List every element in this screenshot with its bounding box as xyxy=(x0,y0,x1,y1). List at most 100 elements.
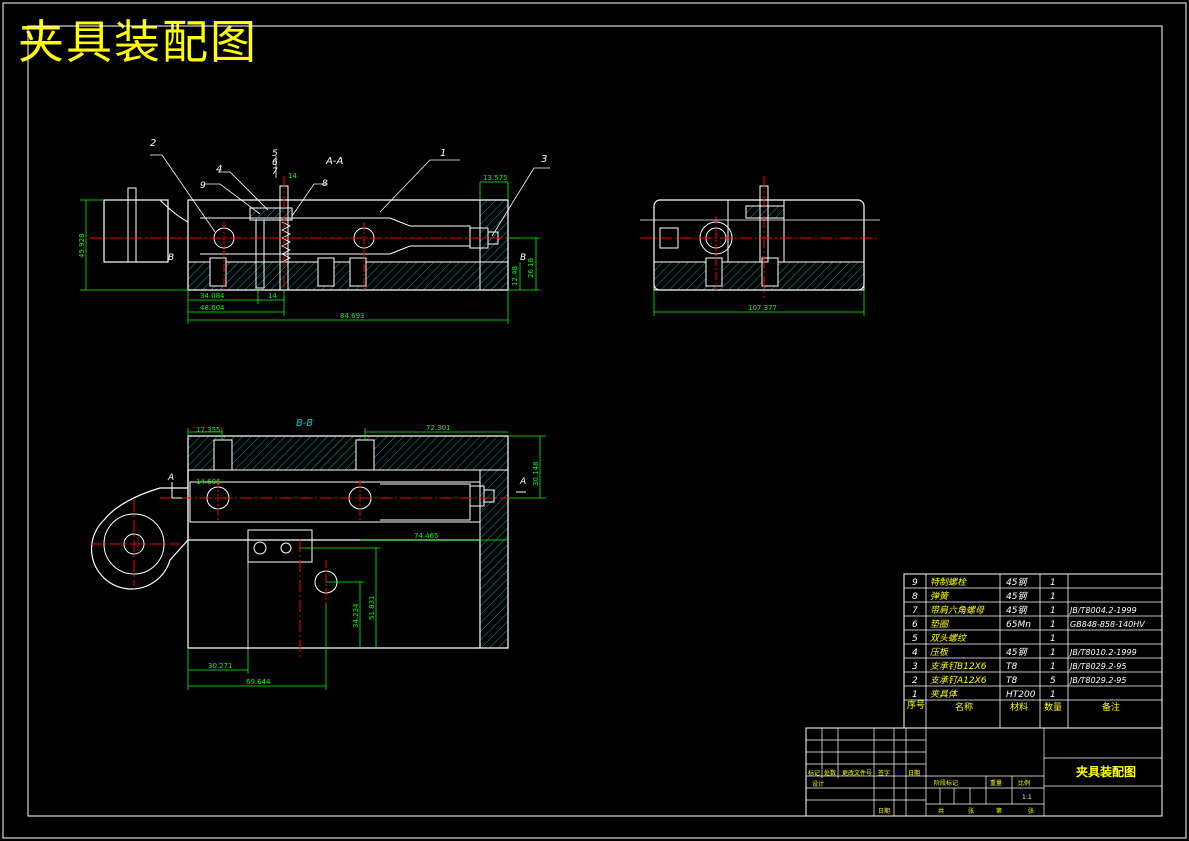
bom-cell-qty: 5 xyxy=(1050,676,1056,686)
balloon-9: 9 xyxy=(200,181,206,191)
titleblock-col-label: 阶段标记 xyxy=(934,779,958,787)
balloon-8: 8 xyxy=(322,179,328,189)
dim-label: 69.644 xyxy=(246,678,271,686)
bom-cell-note: JB/T8029.2-95 xyxy=(1068,676,1127,685)
balloon-7: 7 xyxy=(272,167,278,177)
bom-cell-mat: T8 xyxy=(1006,662,1017,672)
dim-label: 26.18 xyxy=(527,258,535,278)
bom-header-no: 序号 xyxy=(907,699,925,711)
titleblock-rev-label: 更改文件号 xyxy=(842,769,872,777)
titleblock-rev-label: 处数 xyxy=(824,769,836,777)
dim-label: 14 xyxy=(268,292,277,300)
titleblock-rev-label: 签字 xyxy=(878,769,890,777)
titleblock-col-label: 重量 xyxy=(990,779,1002,787)
bom-cell-name: 弹簧 xyxy=(930,591,950,602)
section-mark-a-left: A xyxy=(167,473,174,483)
bom-header-note: 备注 xyxy=(1102,701,1120,713)
dim-label: 45.928 xyxy=(78,234,86,259)
titleblock-drawing-name: 夹具装配图 xyxy=(1076,764,1136,779)
titleblock-date: 日期 xyxy=(878,807,890,815)
dim-label: 34.084 xyxy=(200,292,225,300)
bom-cell-qty: 1 xyxy=(1050,690,1056,700)
bom-cell-note: GB848-858-140HV xyxy=(1070,620,1145,629)
bom-cell-no: 1 xyxy=(912,690,918,700)
bom-cell-no: 5 xyxy=(912,634,918,644)
view-side xyxy=(640,176,880,316)
drawing-title: 夹具装配图 xyxy=(18,15,258,69)
titleblock-sheet: 共 xyxy=(938,807,944,815)
view-a-a: 14 xyxy=(80,154,550,324)
bom-cell-mat: 45钢 xyxy=(1006,647,1028,658)
titleblock-sheet: 张 xyxy=(968,807,974,815)
bom-cell-note: JB/T8029.2-95 xyxy=(1068,662,1127,671)
bom-cell-note: JB/T8010.2-1999 xyxy=(1068,648,1137,657)
dim-label: 74.465 xyxy=(414,532,439,540)
titleblock-scale: 1:1 xyxy=(1022,794,1032,801)
bom-cell-qty: 1 xyxy=(1050,634,1056,644)
bom-cell-mat: HT200 xyxy=(1006,690,1036,700)
section-mark-b-right: B xyxy=(520,253,526,263)
dim-label: 17.355 xyxy=(196,426,221,434)
bom-header-material: 材料 xyxy=(1010,701,1028,713)
bom-header-name: 名称 xyxy=(955,701,973,713)
inner-border xyxy=(27,25,1163,817)
bom-cell-name: 带肩六角螺母 xyxy=(930,605,985,616)
title-block xyxy=(805,727,1163,817)
dim-label: 72.301 xyxy=(426,424,451,432)
bom-cell-no: 2 xyxy=(912,676,918,686)
bom-cell-name: 双头螺纹 xyxy=(930,633,968,644)
bom-cell-qty: 1 xyxy=(1050,578,1056,588)
bom-cell-mat: 45钢 xyxy=(1006,591,1028,602)
dim-label: 84.693 xyxy=(340,312,365,320)
bom-cell-qty: 1 xyxy=(1050,606,1056,616)
bom-cell-name: 支承钉A12X6 xyxy=(930,675,987,686)
titleblock-rev-label: 日期 xyxy=(908,769,920,777)
bom-cell-name: 压板 xyxy=(930,647,950,658)
balloon-3: 3 xyxy=(541,154,547,165)
bom-cell-no: 3 xyxy=(912,662,918,672)
balloon-6: 6 xyxy=(272,158,278,168)
dim-label: 14.606 xyxy=(196,478,221,486)
balloon-4: 4 xyxy=(216,164,222,175)
bom-cell-qty: 1 xyxy=(1050,662,1056,672)
titleblock-rev-labels: 标记 处数 更改文件号 签字 日期 设计 日期 阶段标记 重量 比例 1:1 共… xyxy=(808,769,1034,815)
bom-cell-mat: T8 xyxy=(1006,676,1017,686)
bom-cell-qty: 1 xyxy=(1050,620,1056,630)
bom-cell-mat: 65Mn xyxy=(1006,620,1031,630)
titleblock-sheet: 张 xyxy=(1028,807,1034,815)
section-mark-b-left: B xyxy=(168,253,174,263)
dim-label: 12.48 xyxy=(511,266,519,286)
balloon-5: 5 xyxy=(272,149,278,159)
bom-cell-no: 9 xyxy=(912,578,918,588)
bom-cell-qty: 1 xyxy=(1050,592,1056,602)
bom-cell-note: JB/T8004.2-1999 xyxy=(1068,606,1137,615)
titleblock-col-label: 比例 xyxy=(1018,779,1030,787)
bom-cell-mat: 45钢 xyxy=(1006,605,1028,616)
bom-cell-no: 8 xyxy=(912,592,918,602)
dim-label: 30.271 xyxy=(208,662,233,670)
section-label-aa: A-A xyxy=(325,156,343,167)
dim-label: 30.148 xyxy=(532,462,540,487)
bom-cell-name: 夹具体 xyxy=(930,689,959,700)
bom-cell-name: 支承钉B12X6 xyxy=(930,661,987,672)
bom-header-qty: 数量 xyxy=(1044,701,1062,713)
titleblock-sheet: 第 xyxy=(996,807,1002,815)
view-b-b xyxy=(90,428,546,690)
bom-table xyxy=(903,573,1163,729)
dim-label: 48.604 xyxy=(200,304,225,312)
section-label-bb: B-B xyxy=(296,418,313,429)
titleblock-design: 设计 xyxy=(812,780,824,788)
bom-cell-mat: 45钢 xyxy=(1006,577,1028,588)
bom-cell-qty: 1 xyxy=(1050,648,1056,658)
titleblock-rev-label: 标记 xyxy=(808,769,820,777)
bom-cell-name: 垫圈 xyxy=(930,619,950,630)
dim-label: 13.575 xyxy=(483,174,508,182)
dim-label: 14 xyxy=(288,172,297,180)
bom-cell-no: 7 xyxy=(912,606,918,616)
balloon-1: 1 xyxy=(440,148,446,159)
bom-header: 序号 名称 材料 数量 备注 xyxy=(907,699,1120,713)
dim-label: 34.234 xyxy=(352,603,360,628)
